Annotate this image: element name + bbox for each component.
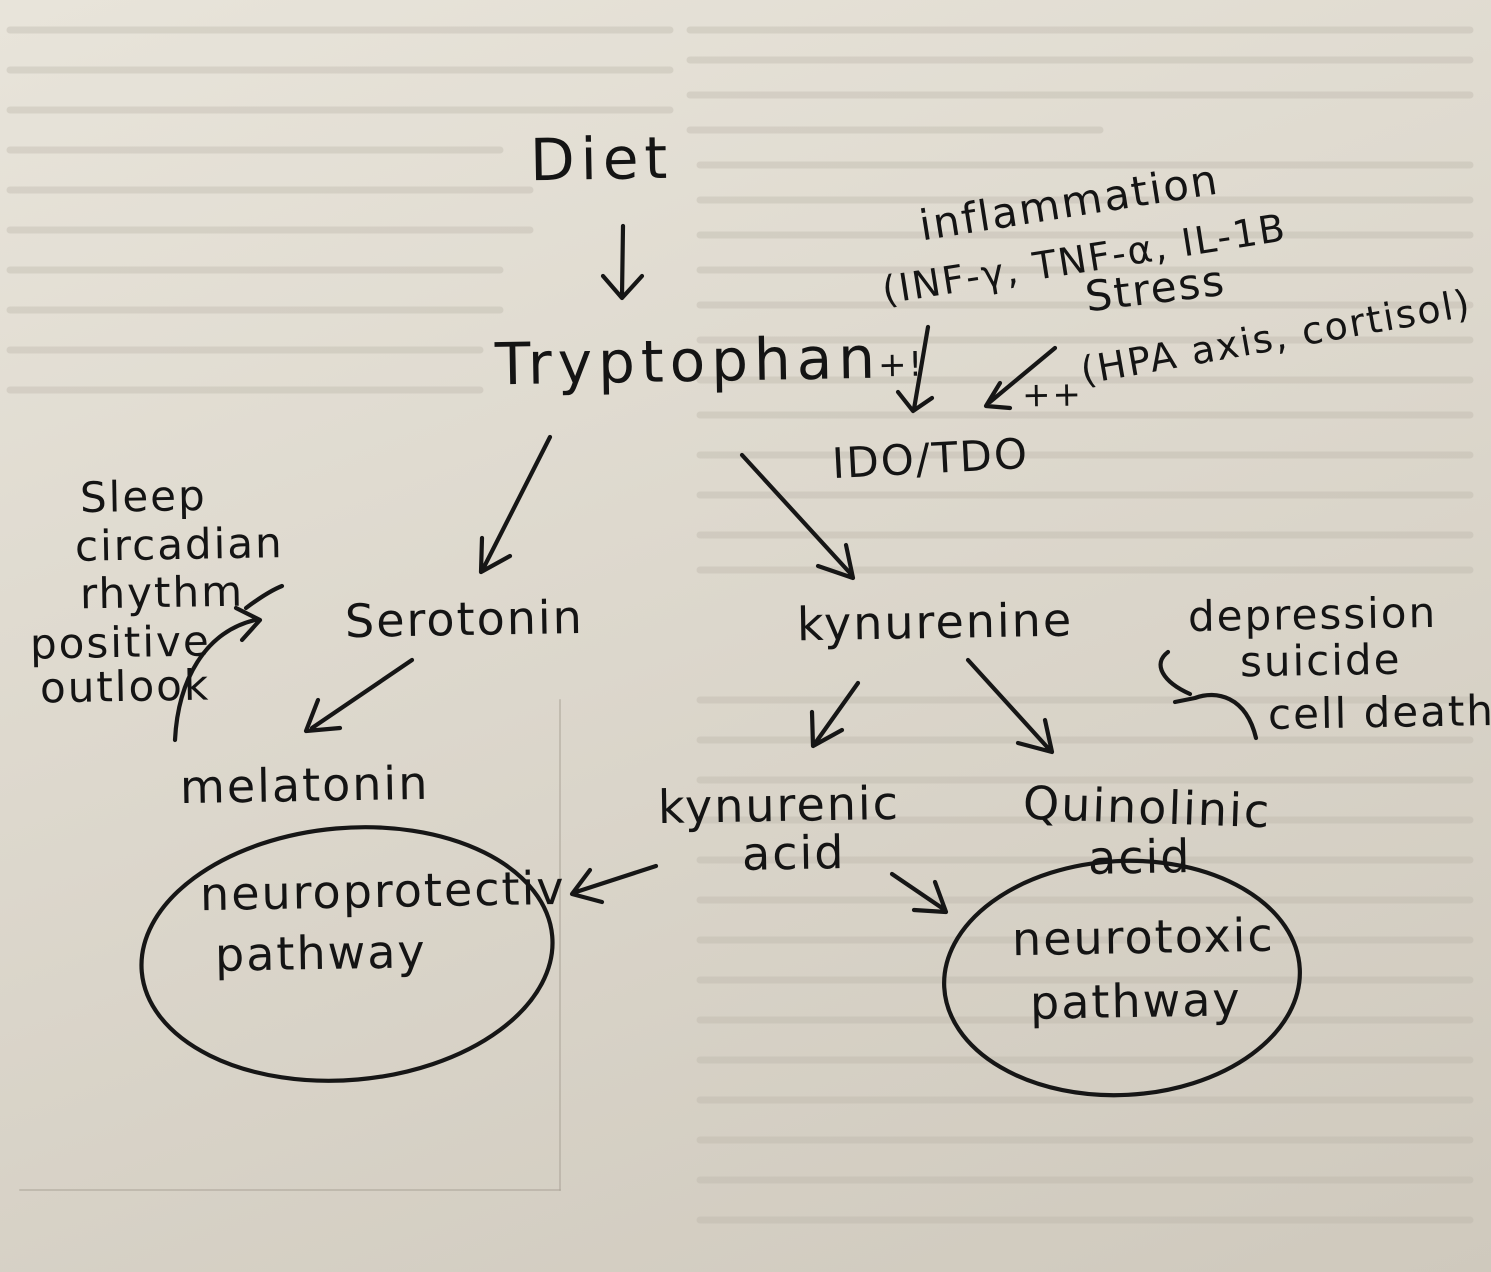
arrow-tryptophan-to-kynurenine: [739, 452, 856, 581]
factor-positive: positive: [29, 616, 212, 669]
node-serotonin: Serotonin: [344, 589, 585, 649]
arrow-kynurenine-to-kynurenic: [809, 680, 861, 749]
factor-sleep: Sleep: [79, 470, 208, 523]
factor-rhythm: rhythm: [79, 566, 245, 619]
sign-plus-left: +!: [877, 344, 925, 386]
arrow-factors-to-serotonin: [172, 583, 285, 743]
outcome-cell-death: cell death: [1267, 686, 1491, 739]
node-quinolinic: Quinolinic: [1022, 775, 1273, 839]
arrow-kynurenic-to-neuroprotective: [569, 863, 659, 905]
arrow-quinolinic-to-outcomes: [1158, 649, 1259, 741]
factor-circadian: circadian: [74, 518, 285, 571]
arrow-serotonin-to-melatonin: [303, 657, 415, 734]
outcome-depression: depression: [1187, 587, 1438, 642]
sign-plus-right: ++: [1021, 374, 1084, 416]
neuroprotective-circle: [139, 825, 555, 1083]
outcome-neurotoxic-line2: pathway: [1029, 972, 1243, 1030]
node-quinolinic-acid: acid: [1087, 829, 1192, 885]
outcome-neurotoxic-line1: neurotoxic: [1011, 907, 1276, 967]
outcome-suicide: suicide: [1239, 634, 1402, 687]
arrow-kynurenine-to-quinolinic: [965, 657, 1055, 755]
node-tryptophan: Tryptophan: [494, 323, 882, 399]
arrow-tryptophan-to-serotonin: [478, 434, 553, 575]
node-kynurenic: kynurenic: [657, 775, 901, 835]
node-ido-tdo: IDO/TDO: [830, 428, 1031, 489]
neurotoxic-circle: [942, 858, 1302, 1098]
arrow-kynurenic-to-neurotoxic: [889, 871, 949, 915]
node-melatonin: melatonin: [179, 755, 430, 815]
node-kynurenic-acid: acid: [741, 825, 846, 881]
arrow-stress-to-ido: [983, 345, 1058, 411]
node-diet: Diet: [529, 123, 674, 195]
arrow-inflammation-to-ido: [895, 324, 935, 414]
outcome-neuroprotective-line1: neuroprotectiv: [199, 860, 567, 922]
factor-outlook: outlook: [39, 660, 211, 713]
arrow-diet-to-tryptophan: [600, 223, 645, 301]
outcome-neuroprotective-line2: pathway: [214, 924, 428, 982]
node-kynurenine: kynurenine: [796, 592, 1074, 652]
